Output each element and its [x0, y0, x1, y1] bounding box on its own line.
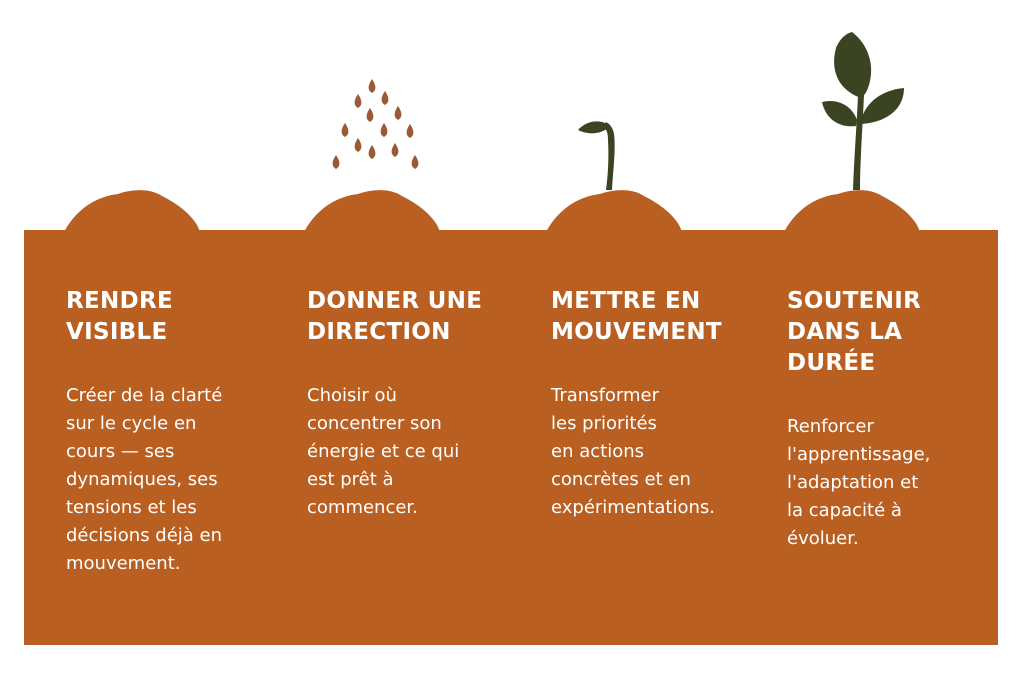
step-4: SOUTENIR DANS LA DURÉE Renforcer l'appre…: [787, 286, 987, 553]
step-2-description: Choisir où concentrer son énergie et ce …: [307, 385, 460, 518]
soil-mound-2-icon: [304, 190, 440, 232]
soil-mound-3-icon: [546, 190, 682, 232]
step-1: RENDRE VISIBLE Créer de la clarté sur le…: [66, 286, 266, 578]
seed-icon: [366, 108, 374, 122]
soil-mound-4-icon: [784, 190, 920, 232]
soil-mound-1-icon: [64, 190, 200, 232]
step-3: METTRE EN MOUVEMENT Transformer les prio…: [551, 286, 761, 522]
seed-icon: [341, 123, 349, 137]
step-1-title: RENDRE VISIBLE: [66, 288, 173, 345]
seed-icon: [380, 123, 388, 137]
seed-icon: [381, 91, 389, 105]
seed-icon: [411, 155, 419, 169]
step-2-title: DONNER UNE DIRECTION: [307, 288, 483, 345]
seed-icon: [368, 79, 376, 93]
seed-icon: [391, 143, 399, 157]
step-4-description: Renforcer l'apprentissage, l'adaptation …: [787, 416, 931, 549]
step-3-description: Transformer les priorités en actions con…: [551, 385, 715, 518]
falling-seeds-icon: [332, 79, 419, 169]
step-4-title: SOUTENIR DANS LA DURÉE: [787, 288, 922, 376]
seed-icon: [354, 94, 362, 108]
seed-icon: [368, 145, 376, 159]
step-1-description: Créer de la clarté sur le cycle en cours…: [66, 385, 223, 574]
soil-panel: [24, 230, 998, 645]
step-3-title: METTRE EN MOUVEMENT: [551, 288, 722, 345]
seed-icon: [394, 106, 402, 120]
seed-icon: [332, 155, 340, 169]
seed-icon: [406, 124, 414, 138]
step-2: DONNER UNE DIRECTION Choisir où concentr…: [307, 286, 517, 522]
sprout-icon: [578, 121, 615, 190]
seed-icon: [354, 138, 362, 152]
growing-plant-icon: [822, 32, 904, 190]
